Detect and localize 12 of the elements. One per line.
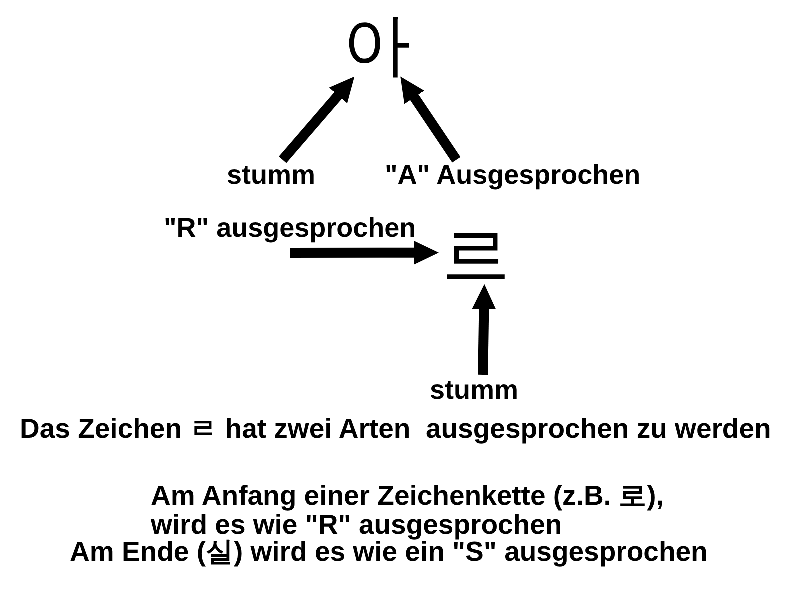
pronunciation-label: stumm xyxy=(430,375,519,406)
korean-character: 르 xyxy=(440,229,512,284)
arrow xyxy=(472,284,496,376)
explanation-text: Am Anfang einer Zeichenkette (z.B. 로), wird es wie "R" ausgesprochen xyxy=(151,481,665,539)
explanation-text: Das Zeichen ㄹ hat zwei Arten ausgesprochen zu werden xyxy=(20,414,772,443)
pronunciation-label: "A" Ausgesprochen xyxy=(385,160,641,191)
arrow xyxy=(279,76,355,164)
korean-character: 아 xyxy=(341,12,413,80)
pronunciation-label: stumm xyxy=(227,160,316,191)
arrow xyxy=(290,240,439,265)
pronunciation-label: "R" ausgesprochen xyxy=(164,213,416,244)
arrow xyxy=(400,76,461,163)
